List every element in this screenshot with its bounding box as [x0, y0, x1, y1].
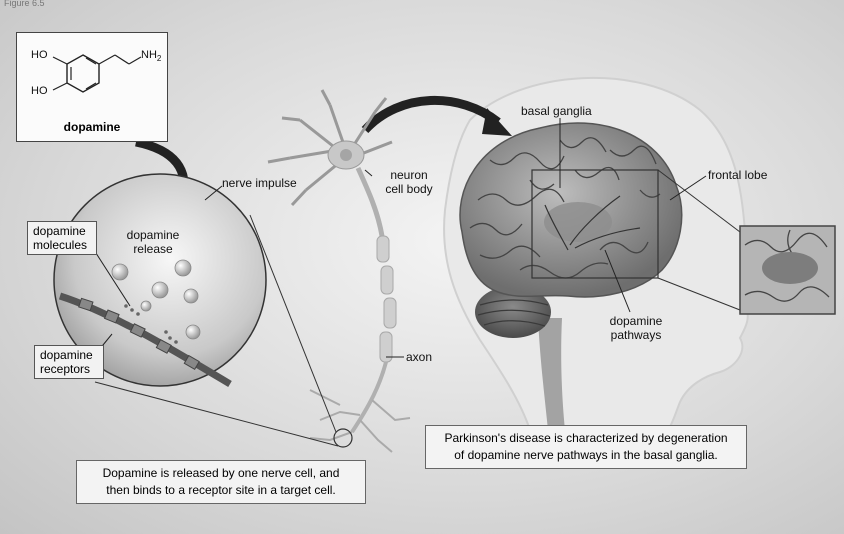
caption-dopamine-release: Dopamine is released by one nerve cell, … — [76, 460, 366, 504]
nh2-label: NH2 — [141, 49, 161, 63]
ho-bottom-label: HO — [31, 85, 48, 97]
caption-parkinsons: Parkinson's disease is characterized by … — [425, 425, 747, 469]
label-axon: axon — [406, 350, 432, 364]
dopamine-structure-box: HO HO NH2 dopamine — [16, 32, 168, 142]
label-nerve-impulse: nerve impulse — [222, 176, 297, 190]
dopamine-name: dopamine — [17, 120, 167, 134]
axon — [352, 168, 396, 432]
label-basal-ganglia: basal ganglia — [521, 104, 592, 118]
dopamine-structure-drawing — [17, 33, 167, 123]
ho-top-label: HO — [31, 49, 48, 61]
label-frontal-lobe: frontal lobe — [708, 168, 767, 182]
